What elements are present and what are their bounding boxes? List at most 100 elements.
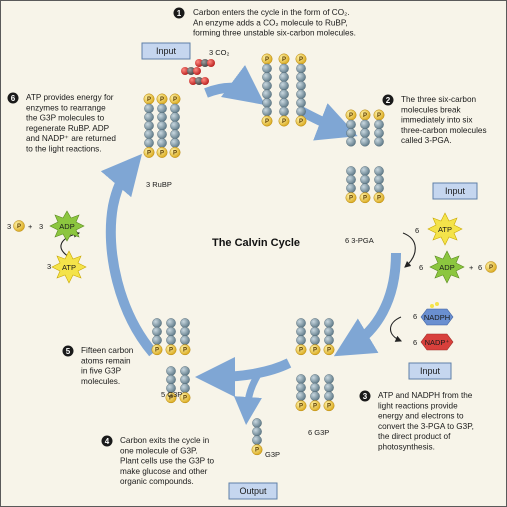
pga-molecule: P <box>359 166 371 204</box>
rubp-molecule: PP <box>169 93 181 158</box>
carbon-atom <box>310 335 320 346</box>
carbon-atom <box>180 335 190 346</box>
carbon-atom <box>180 326 190 337</box>
step-text-line: called 3-PGA. <box>401 136 452 145</box>
step-text-line: molecules. <box>81 377 120 386</box>
left-phosphate-label: P <box>17 224 21 230</box>
left-atp-label: ATP <box>62 263 76 272</box>
co2-molecules <box>181 59 215 85</box>
carbon-atom <box>152 326 162 337</box>
carbon-atom <box>252 435 262 446</box>
carbon-atom <box>166 335 176 346</box>
right-phosphate <box>485 261 497 273</box>
carbon-atom <box>296 72 306 82</box>
step-text-line: energy and electrons to <box>378 412 464 421</box>
step-text-line: molecules break <box>401 105 462 114</box>
carbon-atom <box>374 166 384 176</box>
phosphate-group <box>309 344 321 356</box>
pga-molecule: P <box>373 166 385 204</box>
phosphate-label: P <box>377 196 381 202</box>
carbon-atom <box>360 136 370 147</box>
right-nadph-arrow <box>389 316 403 342</box>
phosphate-group <box>345 192 357 204</box>
left-atp-star <box>51 250 87 284</box>
carbon-atom <box>279 98 289 108</box>
step-text-line: organic compounds. <box>120 477 194 486</box>
right-adp-star <box>429 250 465 284</box>
g3p-molecule: P <box>323 374 335 412</box>
step-text-line: Fifteen carbon <box>81 346 134 355</box>
step-text-line: ATP and NADPH from the <box>378 391 473 400</box>
step-number-badge <box>382 94 394 106</box>
cycle-arrow-bottom <box>195 356 292 397</box>
carbon-atom <box>346 119 356 130</box>
step-text-line: The three six-carbon <box>401 95 477 104</box>
phosphate-group <box>261 115 273 127</box>
phosphate-group <box>143 146 155 158</box>
step-number-badge <box>7 92 19 104</box>
carbon-atom <box>296 98 306 108</box>
g3p-6-label: 6 G3P <box>308 428 329 437</box>
six-carbon-molecule: PP <box>278 53 290 127</box>
carbon-atom <box>157 112 167 122</box>
phosphate-group <box>179 392 191 404</box>
carbon-atom <box>296 63 306 74</box>
g3p-molecule: P <box>179 366 191 404</box>
phosphate-group <box>295 400 307 412</box>
phosphate-group <box>151 344 163 356</box>
right-atp-star <box>427 212 463 246</box>
carbon-atom <box>346 136 356 147</box>
carbon-atom <box>144 103 154 114</box>
step-number: 4 <box>105 437 110 446</box>
carbon-atom <box>374 119 384 130</box>
step-text-line: immediately into six <box>401 116 472 125</box>
rubp-label: 3 RuBP <box>146 180 172 189</box>
phosphate-label: P <box>147 150 151 156</box>
carbon-atom <box>144 120 154 131</box>
right-p-coefficient: 6 <box>478 263 482 272</box>
left-phosphate <box>13 220 25 232</box>
carbon-atom <box>296 374 306 384</box>
phosphate-label: P <box>169 348 173 354</box>
cycle-arrow-right <box>333 252 401 357</box>
carbon-atom <box>310 391 320 402</box>
pga-molecule: P <box>345 166 357 204</box>
step-number: 2 <box>386 96 391 105</box>
exit-arrow <box>233 371 262 425</box>
phosphate-group <box>156 146 168 158</box>
phosphate-group <box>169 146 181 158</box>
phosphate-label: P <box>155 348 159 354</box>
nadp-label: NADP⁺ <box>425 338 450 347</box>
step-text-line: the direct product of <box>378 432 451 441</box>
phosphate-label: P <box>183 348 187 354</box>
step-text-line: forming three unstable six-carbon molecu… <box>193 29 356 38</box>
pga-label: 6 3-PGA <box>345 236 374 245</box>
phosphate-label: P <box>349 196 353 202</box>
carbon-atom <box>144 112 154 122</box>
phosphate-label: P <box>377 113 381 119</box>
carbon-atom <box>279 89 289 100</box>
left-energy-cluster: 3 P + 3 ADP 3 ATP <box>7 210 87 284</box>
step-number-badge <box>62 345 74 357</box>
step-text-line: ATP provides energy for <box>26 93 114 102</box>
input-box-right-2: Input <box>408 362 452 380</box>
right-adp-coefficient: 6 <box>419 263 423 272</box>
carbon-atom <box>252 426 262 437</box>
carbon-atom <box>310 374 320 384</box>
carbon-atom <box>157 129 167 140</box>
phosphate-label: P <box>173 150 177 156</box>
carbon-atom <box>374 174 384 185</box>
carbon-atom <box>262 106 272 117</box>
phosphate-label: P <box>255 448 259 454</box>
phosphate-label: P <box>265 57 269 63</box>
carbon-atom <box>166 374 176 385</box>
g3p-molecule: P <box>295 318 307 356</box>
nadph-shape <box>420 308 454 326</box>
phosphate-group <box>295 115 307 127</box>
carbon-atom <box>252 418 262 428</box>
carbon-atom <box>166 366 176 376</box>
